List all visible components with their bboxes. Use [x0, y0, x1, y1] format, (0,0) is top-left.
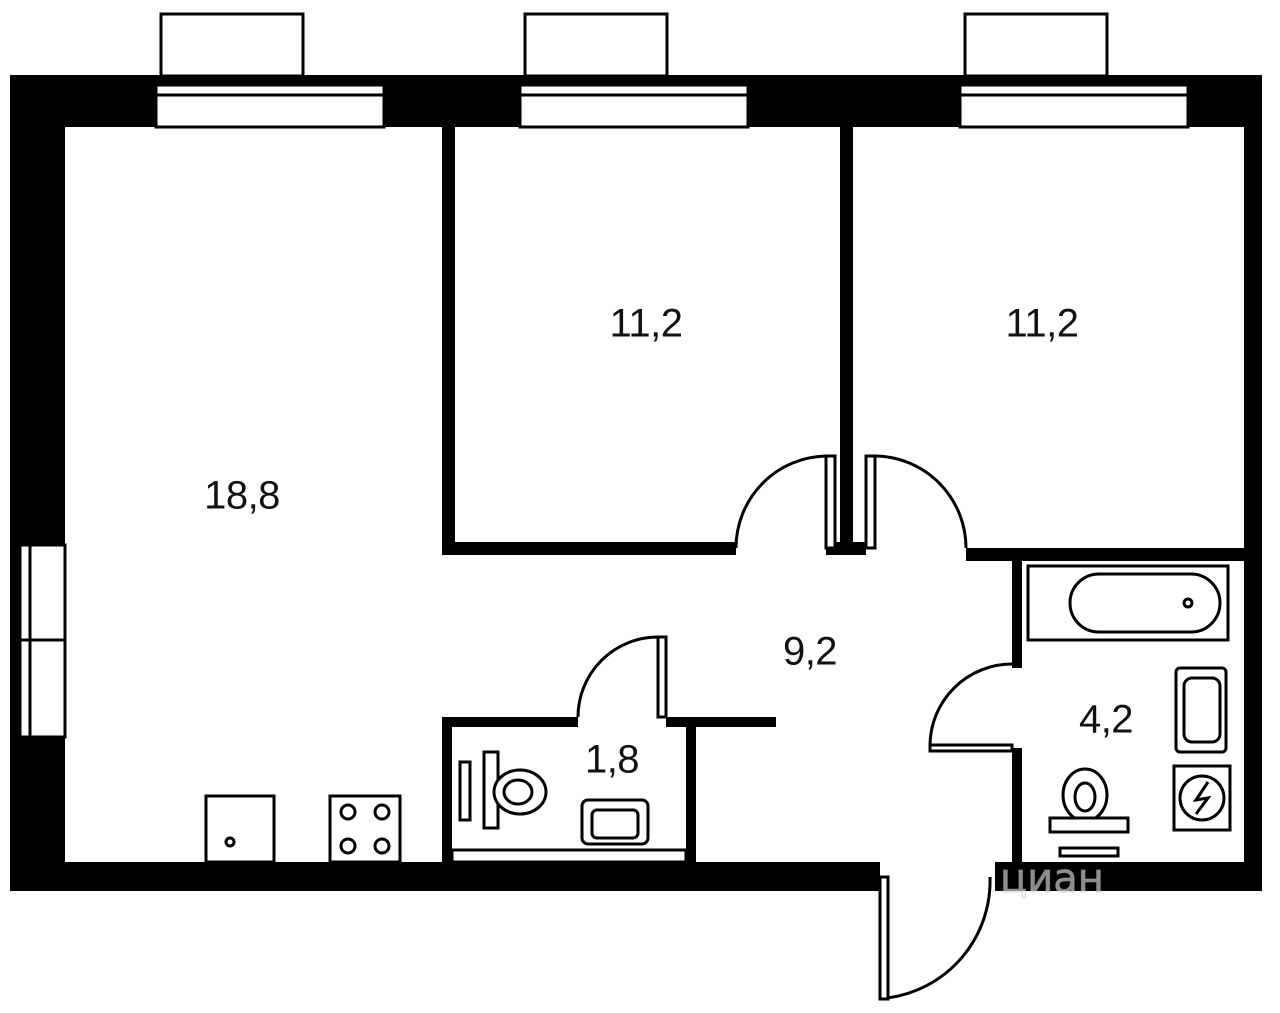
sink-icon: [1174, 666, 1228, 754]
room-area-toilet: 1,8: [584, 737, 640, 782]
washing-machine-icon: [1172, 764, 1232, 832]
room-area-bathroom: 4,2: [1078, 697, 1134, 742]
toilet-icon: [1048, 767, 1130, 858]
stove-icon: [328, 794, 402, 864]
room-area-living: 18,8: [204, 473, 280, 518]
window-icon: [18, 543, 67, 739]
sink-icon: [450, 798, 688, 864]
room-area-bedroom-1: 11,2: [609, 301, 683, 346]
bathtub-icon: [1026, 564, 1230, 642]
watermark: циан: [1000, 856, 1105, 903]
kitchen-sink-icon: [204, 794, 276, 864]
room-area-hallway: 9,2: [782, 629, 838, 674]
door-icon: [576, 454, 1014, 1001]
toilet-icon: [458, 750, 548, 830]
window-icon: [154, 12, 1190, 129]
room-area-bedroom-2: 11,2: [1005, 301, 1079, 346]
